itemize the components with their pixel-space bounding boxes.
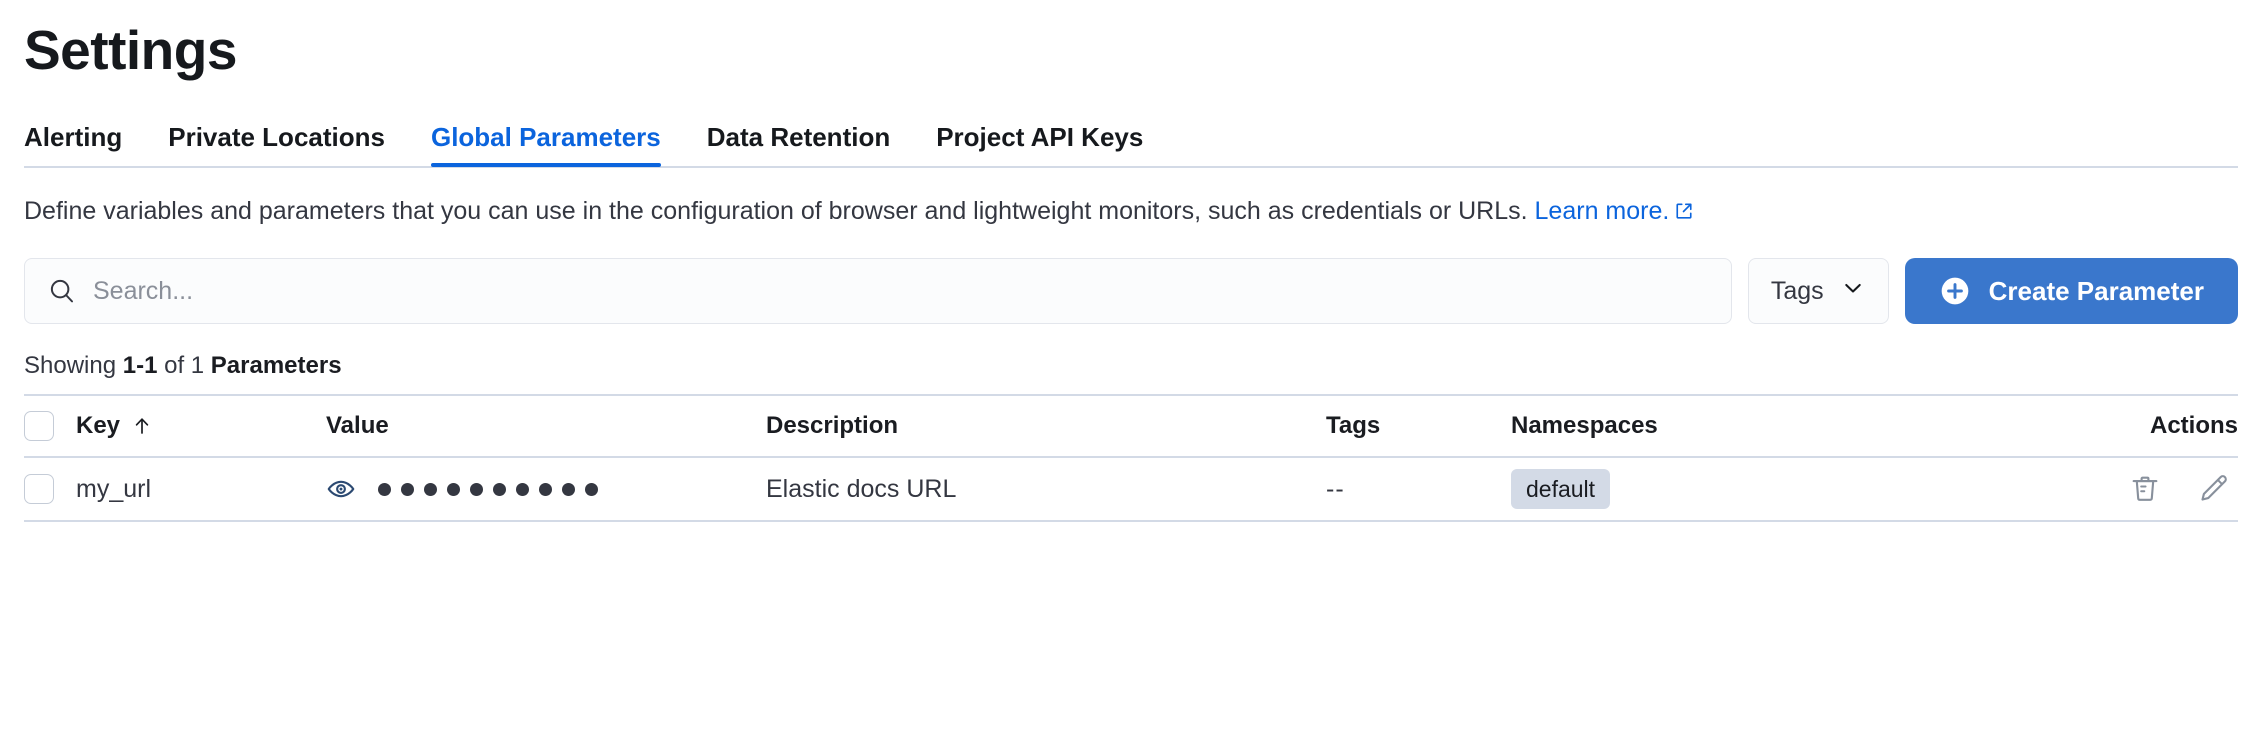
cell-tags: -- <box>1326 475 1511 504</box>
column-header-value[interactable]: Value <box>326 412 766 440</box>
masked-value <box>378 482 598 496</box>
tab-bar-divider <box>24 166 2238 168</box>
table-header-row: Key Value Description Tags Namespaces <box>24 396 2238 456</box>
parameters-table: Key Value Description Tags Namespaces <box>24 394 2238 522</box>
column-header-key[interactable]: Key <box>76 412 326 440</box>
column-header-actions: Actions <box>2111 412 2238 440</box>
tags-filter-button[interactable]: Tags <box>1747 258 1889 324</box>
cell-description: Elastic docs URL <box>766 474 957 503</box>
table-top-divider <box>24 394 2238 396</box>
tags-filter-label: Tags <box>1770 276 1824 305</box>
column-header-value-label: Value <box>326 412 389 439</box>
plus-circle-icon <box>1939 275 1971 307</box>
controls-row: Tags Create Parameter <box>24 258 2238 324</box>
description-text: Define variables and parameters that you… <box>24 194 2238 230</box>
tab-data-retention[interactable]: Data Retention <box>706 122 891 152</box>
tab-private-locations[interactable]: Private Locations <box>168 122 385 152</box>
create-parameter-button[interactable]: Create Parameter <box>1904 258 2238 324</box>
column-header-description-label: Description <box>766 412 899 439</box>
row-select-cell <box>24 474 76 504</box>
external-link-icon <box>1674 196 1694 230</box>
table-row[interactable]: my_url Elastic docs URL <box>24 458 2238 520</box>
eye-icon[interactable] <box>326 474 356 504</box>
summary-prefix: Showing <box>24 352 123 379</box>
tab-list: Alerting Private Locations Global Parame… <box>24 108 2238 167</box>
pencil-icon[interactable] <box>2196 472 2230 506</box>
cell-namespaces: default <box>1511 469 2111 509</box>
create-parameter-label: Create Parameter <box>1988 275 2204 306</box>
column-header-key-label: Key <box>76 412 121 439</box>
namespace-badge: default <box>1511 469 1611 509</box>
column-header-namespaces[interactable]: Namespaces <box>1511 412 2111 440</box>
tab-global-parameters[interactable]: Global Parameters <box>430 122 661 167</box>
learn-more-link[interactable]: Learn more. <box>1534 197 1670 225</box>
table-header-divider <box>24 456 2238 458</box>
cell-value <box>326 474 766 504</box>
column-header-tags[interactable]: Tags <box>1326 412 1511 440</box>
cell-tags-value: -- <box>1326 474 1345 503</box>
select-all-cell <box>24 411 76 441</box>
sort-asc-arrow-icon <box>130 414 154 438</box>
page-title: Settings <box>24 19 237 81</box>
search-icon <box>47 276 77 306</box>
cell-actions <box>2111 472 2238 506</box>
tab-alerting[interactable]: Alerting <box>24 122 123 152</box>
summary-entity: Parameters <box>210 352 342 379</box>
cell-key: my_url <box>76 474 152 503</box>
results-summary: Showing 1-1 of 1 Parameters <box>24 352 2238 380</box>
select-all-checkbox[interactable] <box>24 411 54 441</box>
summary-range: 1-1 <box>122 352 158 379</box>
chevron-down-icon <box>1840 275 1866 308</box>
column-header-tags-label: Tags <box>1326 412 1381 439</box>
search-input[interactable] <box>93 259 1709 323</box>
column-header-namespaces-label: Namespaces <box>1511 412 1658 439</box>
table-row-divider <box>24 520 2238 522</box>
row-select-checkbox[interactable] <box>24 474 54 504</box>
column-header-description[interactable]: Description <box>766 412 1326 440</box>
trash-icon[interactable] <box>2128 472 2162 506</box>
description-body: Define variables and parameters that you… <box>24 197 1535 225</box>
search-box[interactable] <box>24 258 1732 324</box>
summary-middle: of 1 <box>157 352 211 379</box>
tab-project-api-keys[interactable]: Project API Keys <box>936 122 1144 152</box>
column-header-actions-label: Actions <box>2149 412 2238 439</box>
tab-bar: Alerting Private Locations Global Parame… <box>24 108 2238 168</box>
